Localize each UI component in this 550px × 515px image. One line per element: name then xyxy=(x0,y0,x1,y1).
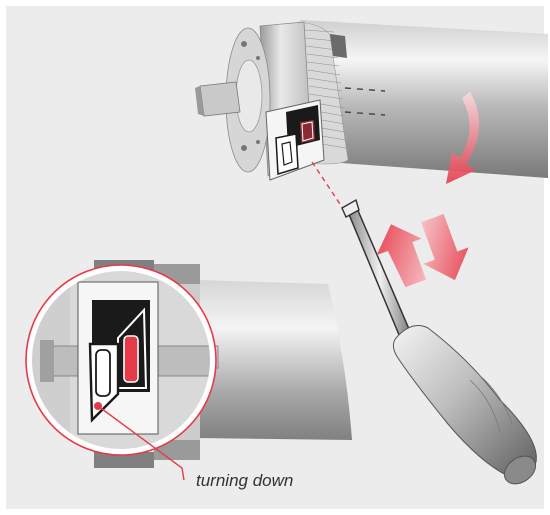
down-limit-switch-knob xyxy=(95,349,111,397)
guide-line-dashed xyxy=(311,161,349,217)
magnifier-lens xyxy=(25,264,217,456)
screwdriver xyxy=(341,198,537,485)
top-motor xyxy=(195,20,548,181)
up-limit-switch-knob xyxy=(123,335,139,383)
push-pull-arrows-icon xyxy=(376,213,469,288)
lens-rim-white xyxy=(26,265,216,455)
drive-shaft xyxy=(199,81,241,117)
drive-shaft-end xyxy=(195,86,204,116)
rotation-arrow-icon xyxy=(446,92,480,184)
top-switch-box xyxy=(265,99,325,181)
bottom-tube xyxy=(198,280,352,440)
knurl-lines xyxy=(303,29,347,149)
cap-screws xyxy=(241,41,260,151)
lens-rim-red xyxy=(25,264,217,456)
ring-slot xyxy=(330,34,347,58)
handle-grip-lines xyxy=(469,373,513,433)
arrow-up-icon xyxy=(376,224,427,288)
bottom-ring-a xyxy=(94,452,154,468)
end-cap-hub xyxy=(235,59,263,133)
handle-end-cap xyxy=(503,455,537,485)
caption-turning-down: turning down xyxy=(196,471,293,490)
screwdriver-tip xyxy=(341,198,360,218)
motor-tube xyxy=(300,20,548,178)
arrow-down-icon xyxy=(421,213,469,281)
lens-shaft-end xyxy=(40,340,54,382)
caption-leader-line xyxy=(97,405,185,481)
